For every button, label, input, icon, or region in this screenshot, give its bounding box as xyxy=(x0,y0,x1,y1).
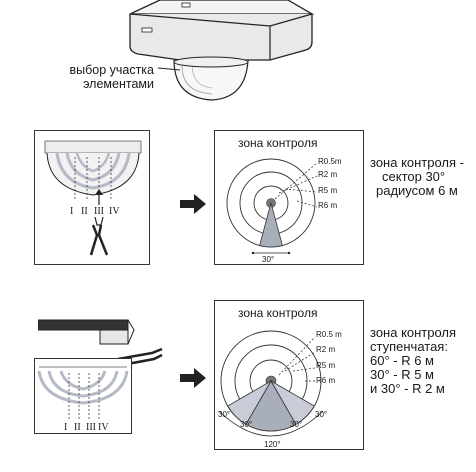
caption-line-1: выбор участка xyxy=(69,63,154,77)
angle-label-1: 30° xyxy=(262,255,275,264)
desc2-line-3: 60° - R 6 м xyxy=(370,353,434,368)
desc2-line-4: 30° - R 5 м xyxy=(370,367,434,382)
arrow-icon-2 xyxy=(180,368,206,393)
radius-label-2-1: R2 m xyxy=(316,345,336,354)
radius-label-2-2: R5 m xyxy=(316,361,336,370)
zone-title-2: зона контроля xyxy=(238,306,318,320)
lens-mark-2-3: III xyxy=(86,422,96,433)
lens-segment-drawing-2 xyxy=(37,366,129,419)
total-angle-label-2: 120° xyxy=(264,440,281,449)
desc2-line-2: ступенчатая: xyxy=(370,339,448,354)
angle-label-2-2: 30° xyxy=(290,420,303,429)
sensor-device-illustration xyxy=(129,0,315,101)
caption-line-2: элементами xyxy=(83,77,154,91)
zone-description-2: зона контроля ступенчатая: 60° - R 6 м 3… xyxy=(370,326,456,396)
lens-panel-2 xyxy=(34,358,132,434)
lens-segment-drawing-1 xyxy=(44,140,142,256)
lens-mark-2-4: IV xyxy=(98,422,109,433)
angle-label-2-1: 30° xyxy=(240,420,253,429)
desc2-line-1: зона контроля xyxy=(370,325,457,340)
zone-circles-2 xyxy=(218,330,324,437)
angle-label-2-0: 30° xyxy=(218,410,231,419)
lens-panel-1 xyxy=(34,130,150,265)
desc1-line-3: радиусом 6 м xyxy=(376,183,458,198)
radius-label-2-0: R0.5 m xyxy=(316,330,342,339)
radius-label-1-2: R5 m xyxy=(318,186,338,195)
lens-mark-1: I xyxy=(70,206,74,217)
desc1-line-1: зона контроля - xyxy=(370,155,465,170)
lens-mark-2-1: I xyxy=(64,422,68,433)
zone-description-1: зона контроля - сектор 30° радиусом 6 м xyxy=(370,156,464,198)
zone-title-1: зона контроля xyxy=(238,136,318,150)
radius-label-1-1: R2 m xyxy=(318,170,338,179)
zone-panel-2 xyxy=(214,300,364,450)
zone-circles-1 xyxy=(226,158,318,255)
sensor-side-view xyxy=(37,315,188,380)
radius-label-1-0: R0.5m xyxy=(318,157,342,166)
radius-label-1-3: R6 m xyxy=(318,201,338,210)
lens-mark-2: II xyxy=(81,206,88,217)
lens-mark-2-2: II xyxy=(74,422,81,433)
lens-mark-4: IV xyxy=(109,206,120,217)
desc2-line-5: и 30° - R 2 м xyxy=(370,381,445,396)
angle-label-2-3: 30° xyxy=(315,410,328,419)
radius-label-2-3: R6 m xyxy=(316,376,336,385)
lens-mark-3: III xyxy=(94,206,104,217)
desc1-line-2: сектор 30° xyxy=(382,169,446,184)
arrow-icon-1 xyxy=(180,194,206,219)
zone-panel-1 xyxy=(214,130,364,265)
selection-caption: выбор участка элементами xyxy=(42,63,154,91)
